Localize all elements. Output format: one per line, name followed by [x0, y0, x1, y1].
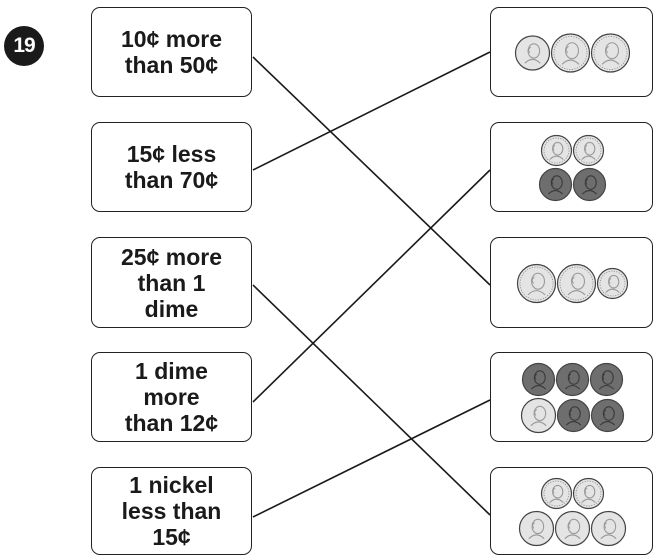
coin-group	[514, 33, 631, 73]
prompt-box-3[interactable]: 25¢ more than 1 dime	[91, 237, 252, 328]
dime-coin-icon	[572, 477, 605, 510]
quarter-coin-icon	[556, 263, 597, 304]
penny-coin-icon	[556, 398, 591, 433]
nickel-coin-icon	[554, 510, 591, 547]
coin-group	[516, 263, 629, 304]
coin-box-5[interactable]	[490, 467, 653, 555]
dime-coin-icon	[596, 267, 629, 300]
dime-coin-icon	[540, 477, 573, 510]
nickel-coin-icon	[518, 510, 555, 547]
coin-group	[518, 477, 627, 547]
penny-coin-icon	[555, 362, 590, 397]
match-line-5	[252, 399, 491, 518]
coin-group	[520, 362, 625, 434]
coin-box-2[interactable]	[490, 122, 653, 212]
coin-box-4[interactable]	[490, 352, 653, 442]
nickel-coin-icon	[590, 510, 627, 547]
nickel-coin-icon	[520, 397, 557, 434]
prompt-box-1[interactable]: 10¢ more than 50¢	[91, 7, 252, 97]
match-line-4	[252, 169, 491, 403]
match-line-2	[252, 51, 491, 171]
coin-box-3[interactable]	[490, 237, 653, 328]
nickel-coin-icon	[514, 35, 551, 71]
quarter-coin-icon	[516, 263, 557, 304]
coin-box-1[interactable]	[490, 7, 653, 97]
prompt-box-4[interactable]: 1 dime more than 12¢	[91, 352, 252, 442]
problem-number-badge: 19	[4, 26, 44, 66]
match-line-3	[252, 284, 491, 516]
coin-group	[538, 134, 607, 202]
penny-coin-icon	[521, 362, 556, 397]
prompt-box-2[interactable]: 15¢ less than 70¢	[91, 122, 252, 212]
penny-coin-icon	[538, 167, 573, 202]
match-line-1	[252, 56, 491, 286]
penny-coin-icon	[572, 167, 607, 202]
quarter-coin-icon	[550, 33, 591, 73]
dime-coin-icon	[572, 134, 605, 167]
quarter-coin-icon	[590, 33, 631, 73]
penny-coin-icon	[589, 362, 624, 397]
dime-coin-icon	[540, 134, 573, 167]
penny-coin-icon	[590, 398, 625, 433]
prompt-box-5[interactable]: 1 nickel less than 15¢	[91, 467, 252, 555]
